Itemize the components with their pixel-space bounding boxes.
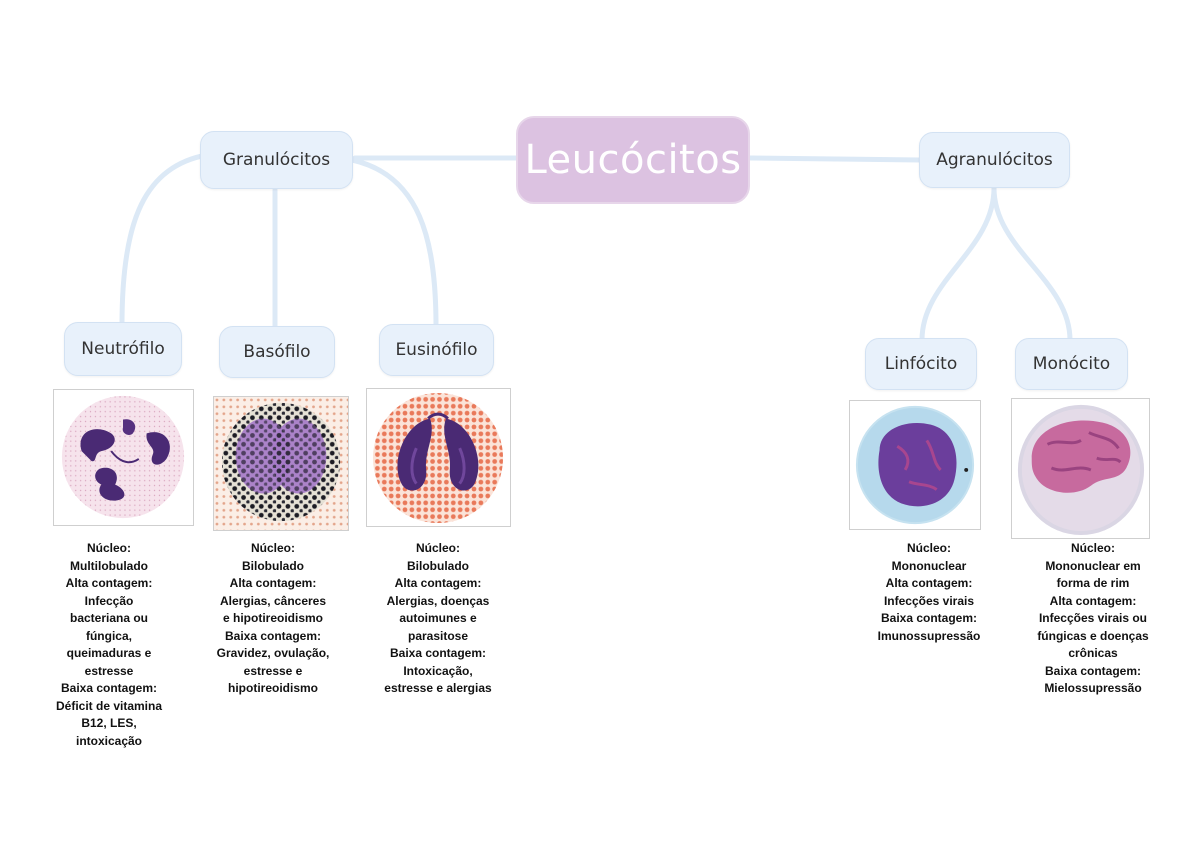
- monocyte-icon: [1012, 399, 1149, 538]
- cell-node-neutrofilo: Neutrófilo: [64, 322, 182, 376]
- description-line: Bilobulado: [407, 558, 469, 573]
- description-line: autoimunes e: [399, 611, 477, 625]
- neutrophil-icon: [61, 395, 185, 519]
- description-line: Alergias, doenças: [386, 593, 490, 608]
- description-line: Alta contagem:: [65, 576, 153, 590]
- description-line: fúngicas e doenças: [1037, 628, 1149, 643]
- description-line: bacteriana ou: [69, 611, 149, 625]
- neutrophil-image: [53, 389, 194, 526]
- eosinophil-image: [366, 388, 511, 527]
- root-label: Leucócitos: [524, 137, 742, 183]
- basophil-icon: [214, 397, 348, 530]
- description-line: parasitose: [407, 628, 469, 643]
- description-line: hipotireoidismo: [228, 681, 318, 695]
- description-line: Núcleo:: [906, 541, 951, 555]
- cell-label-linfocito: Linfócito: [884, 354, 958, 374]
- description-line: Núcleo:: [1070, 541, 1115, 555]
- eosinophil-icon: [367, 389, 510, 526]
- description-line: Baixa contagem:: [880, 611, 978, 625]
- description-line: crônicas: [1068, 646, 1118, 660]
- description-line: Mononuclear em: [1045, 558, 1141, 573]
- description-line: estresse e alergias: [384, 681, 492, 695]
- cell-node-linfocito: Linfócito: [865, 338, 977, 390]
- group-node-agranulocitos: Agranulócitos: [919, 132, 1070, 188]
- description-line: e hipotireoidismo: [222, 611, 323, 625]
- cell-node-monocito: Monócito: [1015, 338, 1128, 390]
- connector-agranulocitos-linfocito: [919, 185, 997, 343]
- description-line: Baixa contagem:: [224, 628, 322, 643]
- lymphocyte-image: [849, 400, 981, 530]
- connector-granulocitos-eusinofilo: [349, 157, 439, 329]
- description-line: forma de rim: [1056, 576, 1130, 590]
- connector-root-agranulocitos: [747, 155, 923, 163]
- description-line: Infecções virais ou: [1038, 611, 1148, 625]
- description-line: Alta contagem:: [394, 576, 482, 590]
- description-line: Mielossupressão: [1044, 681, 1142, 695]
- cell-label-monocito: Monócito: [1032, 354, 1111, 374]
- description-line: fúngica,: [85, 628, 132, 643]
- description-line: Baixa contagem:: [60, 681, 158, 695]
- description-line: intoxicação: [75, 733, 143, 748]
- basophil-image: [213, 396, 349, 531]
- cell-label-neutrofilo: Neutrófilo: [81, 339, 165, 359]
- cell-node-eusinofilo: Eusinófilo: [379, 324, 494, 376]
- description-line: Baixa contagem:: [1044, 663, 1142, 678]
- cell-node-basofilo: Basófilo: [219, 326, 335, 378]
- root-node-leucocitos: Leucócitos: [516, 116, 750, 204]
- description-line: Bilobulado: [242, 558, 304, 573]
- description-line: estresse: [84, 663, 134, 678]
- description-line: Multilobulado: [70, 558, 148, 573]
- description-line: Núcleo:: [415, 541, 460, 555]
- description-line: Baixa contagem:: [389, 646, 487, 660]
- cell-label-basofilo: Basófilo: [243, 342, 311, 362]
- description-line: Alta contagem:: [229, 576, 317, 590]
- group-label-granulocitos: Granulócitos: [222, 150, 331, 170]
- group-label-agranulocitos: Agranulócitos: [936, 150, 1053, 170]
- lymphocyte-icon: [850, 401, 980, 529]
- cell-label-eusinofilo: Eusinófilo: [395, 340, 478, 360]
- group-node-granulocitos: Granulócitos: [200, 131, 353, 189]
- description-line: estresse e: [243, 663, 303, 678]
- description-line: queimaduras e: [66, 646, 152, 660]
- description-line: Mononuclear: [891, 558, 967, 573]
- monocyte-image: [1011, 398, 1150, 539]
- description-line: Déficit de vitamina: [55, 698, 163, 713]
- description-line: Gravidez, ovulação,: [216, 646, 330, 660]
- connector-granulocitos-neutrofilo: [119, 153, 205, 328]
- description-line: Núcleo:: [86, 541, 131, 555]
- description-line: B12, LES,: [81, 716, 137, 730]
- description-line: Alta contagem:: [1049, 593, 1137, 608]
- description-line: Infecções virais: [883, 593, 975, 608]
- description-line: Alergias, cânceres: [219, 593, 327, 608]
- description-line: Intoxicação,: [403, 663, 473, 678]
- description-line: Núcleo:: [250, 541, 295, 555]
- description-line: Infecção: [84, 593, 134, 608]
- description-line: Alta contagem:: [885, 576, 973, 590]
- connector-agranulocitos-monocito: [991, 185, 1073, 343]
- description-line: Imunossupressão: [877, 628, 981, 643]
